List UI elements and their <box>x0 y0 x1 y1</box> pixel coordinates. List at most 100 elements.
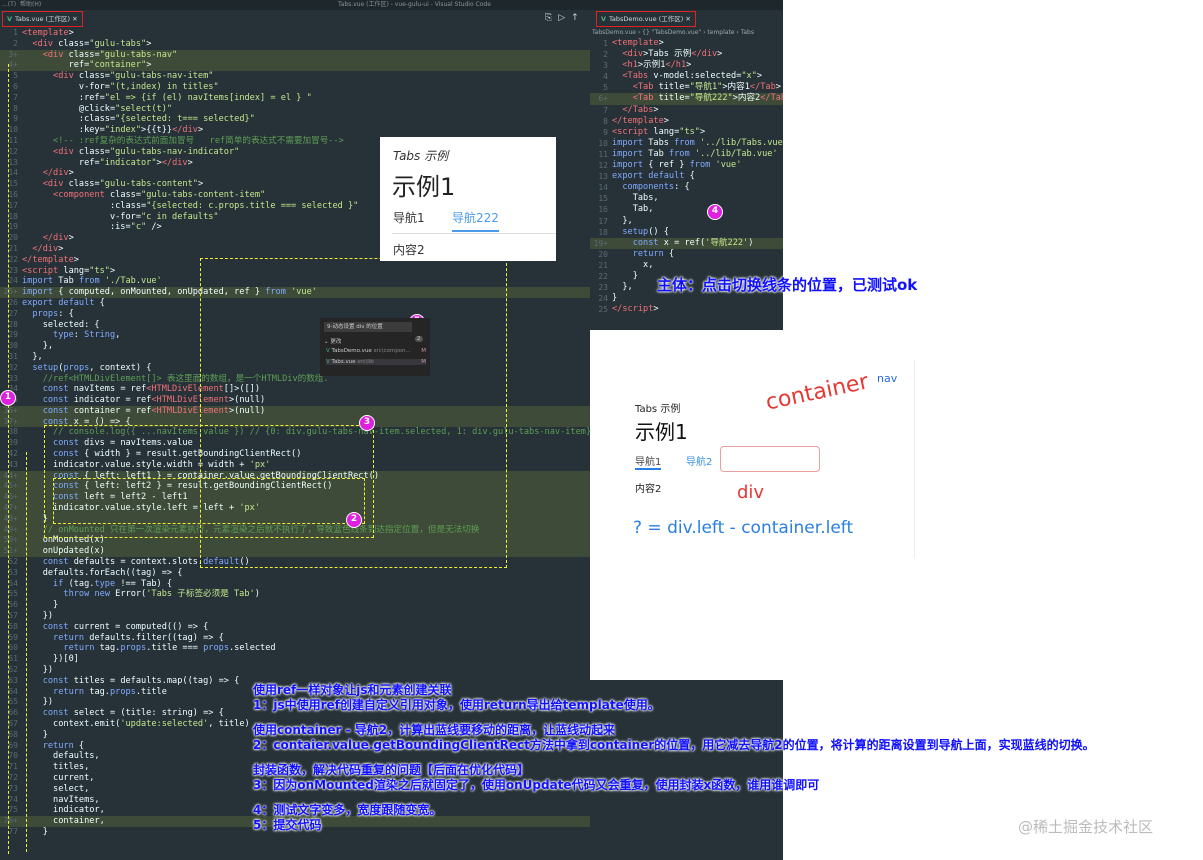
code-line[interactable]: 72 current, <box>0 773 590 784</box>
code-line[interactable]: 64 return tag.props.title <box>0 687 590 698</box>
code-line[interactable]: 46+ const left = left2 - left1 <box>0 492 590 504</box>
code-line[interactable]: 4+ ref="container"> <box>0 60 590 72</box>
code-line[interactable]: 77 } <box>0 827 590 838</box>
code-line[interactable]: 62 }) <box>0 665 590 676</box>
code-line[interactable]: 5 <div class="gulu-tabs-nav-item" <box>0 71 590 82</box>
code-line[interactable]: 15 <div class="gulu-tabs-content"> <box>0 179 590 190</box>
code-line[interactable]: 19 :is="c" /> <box>0 222 590 233</box>
changed-file[interactable]: V TabsDemo.vue src\compon...M <box>326 348 426 354</box>
code-line[interactable]: 3 <h1>示例1</h1> <box>590 60 783 71</box>
code-line[interactable]: 74 navItems, <box>0 795 590 806</box>
code-line[interactable]: 2 <div>Tabs 示例</div> <box>590 49 783 60</box>
code-line[interactable]: 18 setup() { <box>590 227 783 238</box>
code-line[interactable]: 14 components: { <box>590 182 783 193</box>
code-line[interactable]: 12 <div class="gulu-tabs-nav-indicator" <box>0 147 590 158</box>
code-line[interactable]: 9<script lang="ts"> <box>590 127 783 138</box>
code-line[interactable]: 42 const { width } = result.getBoundingC… <box>0 449 590 460</box>
code-line[interactable]: 7 :ref="el => {if (el) navItems[index] =… <box>0 93 590 104</box>
code-line[interactable]: 24} <box>590 293 783 304</box>
code-line[interactable]: 19+ const x = ref('导航222') <box>590 237 783 249</box>
changes-section[interactable]: ⌄ 更改 <box>324 339 342 345</box>
code-line[interactable]: 7 </Tabs> <box>590 105 783 116</box>
code-line[interactable]: 25+import { computed, onMounted, onUpdat… <box>0 287 590 298</box>
preview-tab-1[interactable]: 导航1 <box>393 211 425 225</box>
code-line[interactable]: 28 selected: { <box>0 320 590 331</box>
code-line[interactable]: 70 defaults, <box>0 751 590 762</box>
code-line[interactable]: 11 <!-- :ref复杂的表达式前面加冒号 ref简单的表达式不需要加冒号-… <box>0 136 590 147</box>
code-line[interactable]: 34 const navItems = ref<HTMLDivElement[]… <box>0 384 590 395</box>
code-line[interactable]: 27 props: { <box>0 309 590 320</box>
code-line[interactable]: 54 if (tag.type !== Tab) { <box>0 579 590 590</box>
code-line[interactable]: 5 <Tab title="导航1">内容1</Tab> <box>590 82 783 93</box>
code-line[interactable]: 36+ const container = ref<HTMLDivElement… <box>0 405 590 417</box>
code-line[interactable]: 48+ } <box>0 513 590 525</box>
code-line[interactable]: 25</script> <box>590 304 783 315</box>
code-line[interactable]: 44+ const { left: left1 } = container.va… <box>0 470 590 482</box>
code-line[interactable]: 21 </div> <box>0 244 590 255</box>
code-line[interactable]: 63 const titles = defaults.map((tag) => … <box>0 676 590 687</box>
code-line[interactable]: 9 :class="{selected: t=== selected}" <box>0 114 590 125</box>
code-line[interactable]: 8 @click="select(t)" <box>0 104 590 115</box>
code-line[interactable]: 6+ <Tab title="导航222">内容2</Tab> <box>590 93 783 105</box>
code-line[interactable]: 23<script lang="ts"> <box>0 266 590 277</box>
code-line[interactable]: 53 defaults.forEach((tag) => { <box>0 568 590 579</box>
code-line[interactable]: 15 Tabs, <box>590 193 783 204</box>
code-line[interactable]: 20 return { <box>590 249 783 260</box>
code-line[interactable]: 6 v-for="(t,index) in titles" <box>0 82 590 93</box>
menu-item[interactable]: ...(T) <box>2 1 17 8</box>
code-line[interactable]: 18 v-for="c in defaults" <box>0 212 590 223</box>
code-line[interactable]: 8</template> <box>590 116 783 127</box>
close-icon[interactable]: ✕ <box>72 15 78 23</box>
code-line[interactable]: 17 }, <box>590 216 783 227</box>
code-line[interactable]: 67 context.emit('update:selected', title… <box>0 719 590 730</box>
code-line[interactable]: 49+ // onMounted 只在第一次渲染元素执行，元素渲染之后就不执行了… <box>0 524 590 536</box>
code-line[interactable]: 30 }, <box>0 341 590 352</box>
code-line[interactable]: 22</template> <box>0 255 590 266</box>
code-line[interactable]: 20 </div> <box>0 233 590 244</box>
code-line[interactable]: 45+ const { left: left2 } = result.getBo… <box>0 481 590 493</box>
code-line[interactable]: 2 <div class="gulu-tabs"> <box>0 39 590 50</box>
code-line[interactable]: 75 indicator, <box>0 805 590 816</box>
code-line[interactable]: 37+ const x = () => { <box>0 416 590 428</box>
code-line[interactable]: 59 return defaults.filter((tag) => { <box>0 633 590 644</box>
code-line[interactable]: 57 }) <box>0 611 590 622</box>
code-line[interactable]: 31 }, <box>0 352 590 363</box>
code-line[interactable]: 23 }, <box>590 282 783 293</box>
code-line[interactable]: 47+ indicator.value.style.left = left + … <box>0 503 590 514</box>
code-line[interactable]: 50+ onMounted(x) <box>0 535 590 547</box>
code-line[interactable]: 66 const select = (title: string) => { <box>0 708 590 719</box>
code-line[interactable]: 73 select, <box>0 784 590 795</box>
code-line[interactable]: 4 <Tabs v-model:selected="x"> <box>590 71 783 82</box>
preview-tab-2[interactable]: 导航222 <box>452 209 499 232</box>
code-line[interactable]: 10 :key="index">{{t}}</div> <box>0 125 590 136</box>
code-line[interactable]: 71 titles, <box>0 762 590 773</box>
code-line[interactable]: 55 throw new Error('Tabs 子标签必须是 Tab') <box>0 589 590 600</box>
code-line[interactable]: 29 type: String, <box>0 330 590 341</box>
up-icon[interactable]: ↑ <box>571 13 585 23</box>
code-line[interactable]: 32 setup(props, context) { <box>0 363 590 374</box>
code-line[interactable]: 69 return { <box>0 741 590 752</box>
code-line[interactable]: 56 } <box>0 600 590 611</box>
right-code[interactable]: 1<template>2 <div>Tabs 示例</div>3 <h1>示例1… <box>590 38 783 315</box>
code-line[interactable]: 38 // console.log({ ...navItems.value })… <box>0 427 591 438</box>
code-line[interactable]: 58 const current = computed(() => { <box>0 622 590 633</box>
code-line[interactable]: 21 x, <box>590 260 783 271</box>
breadcrumb[interactable]: TabsDemo.vue › {} "TabsDemo.vue" › templ… <box>592 29 754 36</box>
code-line[interactable]: 33 //ref<HTMLDivElement[]> 表这里面的数组，是一个HT… <box>0 374 590 385</box>
code-line[interactable]: 13 ref="indicator"></div> <box>0 158 590 169</box>
left-code[interactable]: 1<template>2 <div class="gulu-tabs">3+ <… <box>0 28 591 838</box>
code-line[interactable]: 1<template> <box>590 38 783 49</box>
code-line[interactable]: 16 Tab, <box>590 204 783 215</box>
menu-item-help[interactable]: 帮助(H) <box>20 1 42 8</box>
code-line[interactable]: 61 })[0] <box>0 654 590 665</box>
code-line[interactable]: 52 const defaults = context.slots.defaul… <box>0 557 590 568</box>
code-line[interactable]: 68 } <box>0 730 590 741</box>
code-line[interactable]: 22 } <box>590 271 783 282</box>
code-line[interactable]: 39 const divs = navItems.value <box>0 438 590 449</box>
